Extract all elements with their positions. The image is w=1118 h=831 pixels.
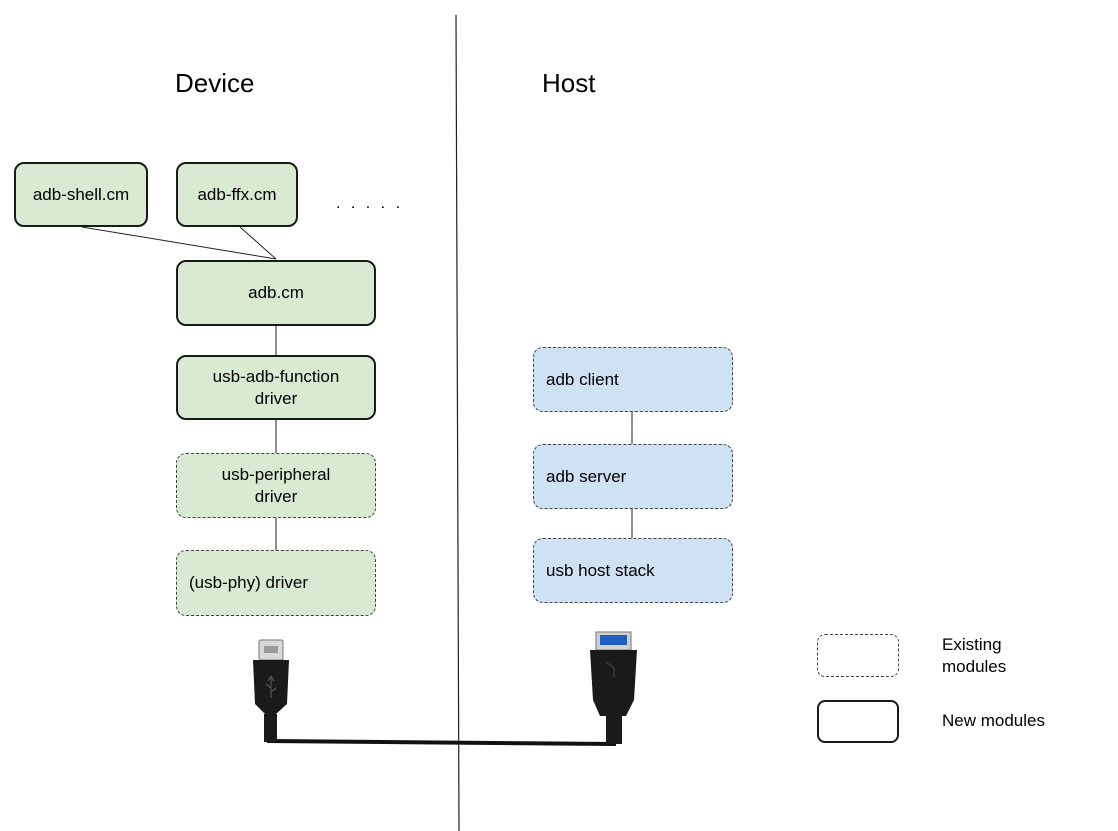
edge-adb-shell-to-adb [81,226,277,260]
usb-phy-label: (usb-phy) driver [189,573,309,592]
usb-cable [267,706,616,747]
usb-adb-function-label-line1: usb-adb-function [212,366,340,386]
device-host-divider [455,14,460,831]
adb-cm-label: adb.cm [248,283,304,302]
adb-cm-module: adb.cm [176,260,376,326]
adb-shell-module: adb-shell.cm [14,162,148,227]
adb-client-module: adb client [533,347,733,412]
more-components-ellipsis: . . . . . [336,195,404,212]
usb-peripheral-label-line1: usb-peripheral [221,464,331,484]
legend-existing-line2: modules [942,657,1007,676]
usb-host-stack-label: usb host stack [546,560,655,580]
micro-usb-plug-icon [253,639,289,742]
legend-existing-line1: Existing [942,635,1002,654]
legend-new-label: New modules [942,711,1045,730]
edge-adb-ffx-to-adb [239,226,277,260]
legend-existing-swatch [817,634,899,677]
legend-existing-label: Existing modules [942,634,1006,678]
legend-new-swatch [817,700,899,743]
usb-a-plug-icon [590,631,637,744]
host-heading: Host [542,68,596,98]
adb-shell-label: adb-shell.cm [32,184,130,204]
adb-client-label: adb client [546,369,619,389]
usb-peripheral-label-line2: driver [254,486,298,506]
adb-server-module: adb server [533,444,733,509]
adb-server-label: adb server [546,466,627,486]
adb-ffx-module: adb-ffx.cm [176,162,298,227]
device-heading: Device [175,68,255,98]
adb-ffx-label: adb-ffx.cm [197,184,277,204]
usb-adb-function-label-line2: driver [254,388,298,408]
usb-adb-function-label: usb-adb-function driver [213,366,340,410]
usb-phy-driver-module: (usb-phy) driver [176,550,376,616]
usb-host-stack-module: usb host stack [533,538,733,603]
usb-peripheral-label: usb-peripheral driver [222,464,331,508]
usb-adb-function-driver-module: usb-adb-function driver [176,355,376,420]
usb-peripheral-driver-module: usb-peripheral driver [176,453,376,518]
